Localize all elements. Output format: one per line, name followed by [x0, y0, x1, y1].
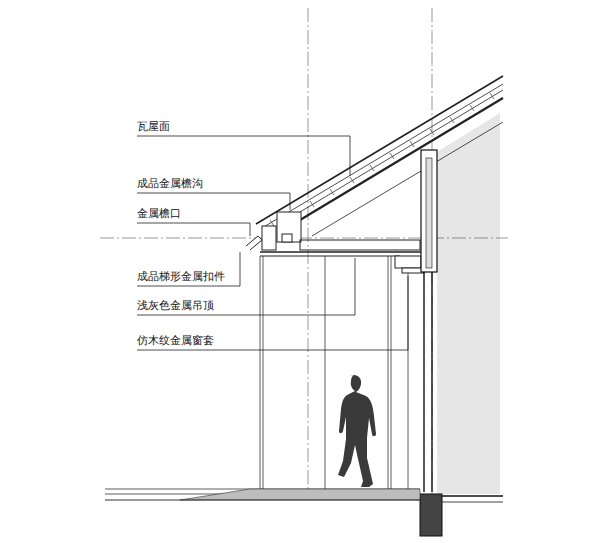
- leader-lines: [137, 136, 408, 350]
- ground: [105, 489, 420, 500]
- callout-label: 瓦屋面: [137, 120, 170, 134]
- interior-fill: [437, 113, 500, 494]
- roof-tiles: [270, 93, 494, 226]
- callout-label: 金属檐口: [137, 207, 181, 221]
- callout-label: 成品梯形金属扣件: [137, 270, 225, 284]
- person-silhouette: [338, 375, 376, 487]
- eave-gutter: [246, 212, 430, 273]
- window-frames: [260, 256, 408, 490]
- callout-label: 成品金属檐沟: [137, 177, 203, 191]
- grid-lines: [100, 8, 508, 535]
- wall: [420, 150, 503, 536]
- callout-label: 浅灰色金属吊顶: [137, 299, 214, 313]
- callout-label: 仿木纹金属窗套: [137, 334, 214, 348]
